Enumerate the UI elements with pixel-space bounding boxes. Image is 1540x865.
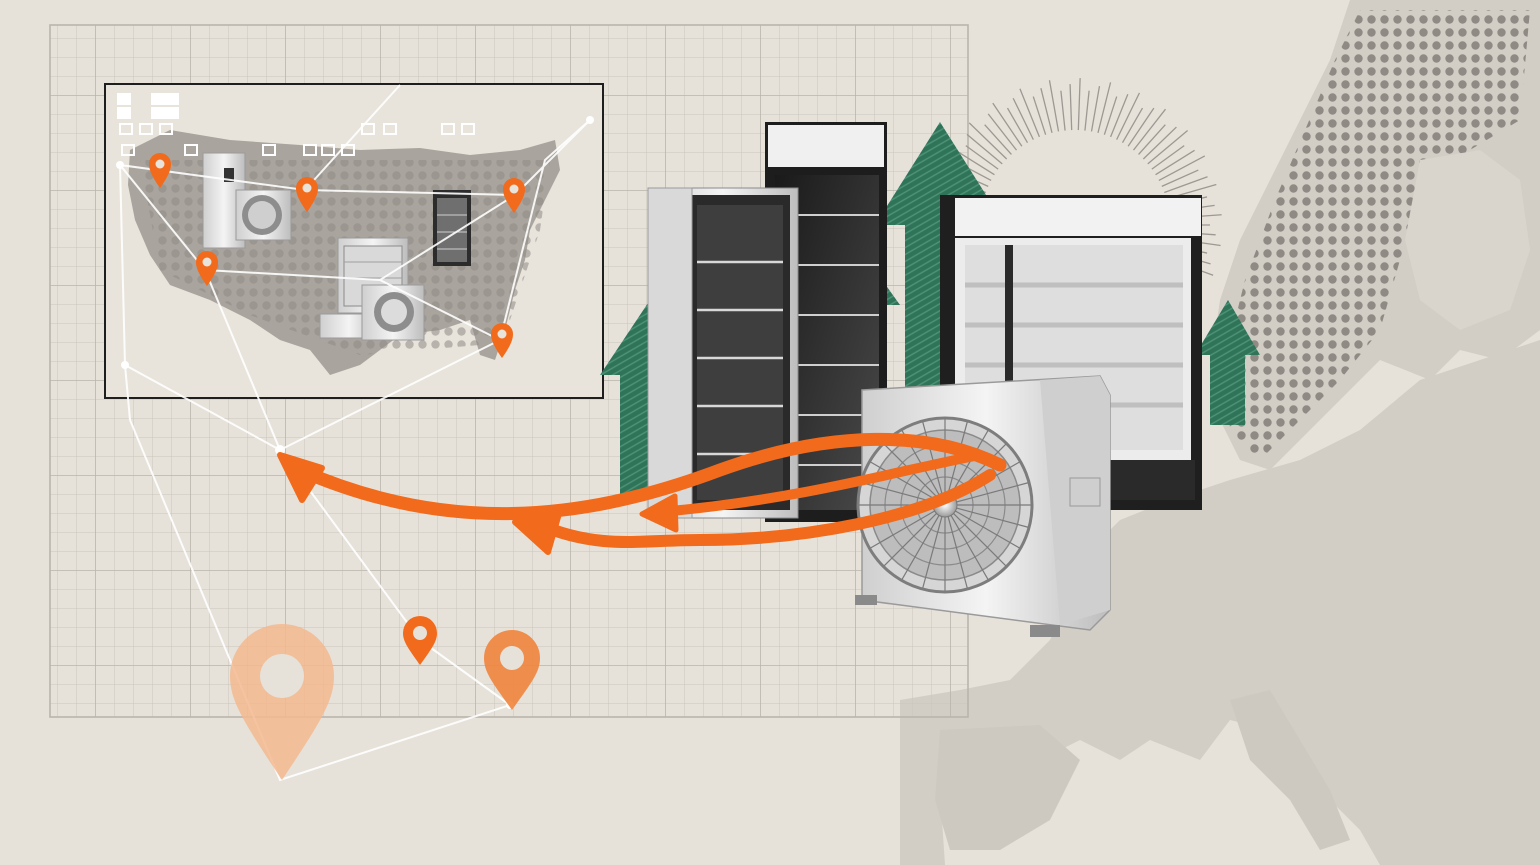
curved-arrows [277,432,1007,555]
sunburst-ray [1097,82,1112,133]
mini-fridge-right [433,190,471,266]
fan-guard-spoke [947,516,968,589]
scandinavia-dots [1225,10,1530,460]
sunburst-ray [1138,124,1166,155]
sunburst-ray [1019,88,1041,138]
fan-guard-spoke [955,510,1020,549]
sunburst-ray [1012,97,1034,140]
fan-guard-spoke [861,482,934,503]
fan-guard-spoke [901,515,940,580]
map-pin-icon [196,251,218,286]
sunburst-ray [1109,94,1129,138]
sunburst-ray [1132,108,1167,151]
iberia-landmass [935,725,1080,850]
sunburst-ray [1161,169,1199,187]
ac-outdoor-unit [855,375,1111,637]
italy-landmass [1230,690,1350,850]
sunburst-ray [1077,78,1081,131]
fan-guard-spoke [953,513,1007,567]
mini-heat-pump [202,152,292,249]
sunburst-ray [1103,96,1118,135]
map-pin-icon [491,323,513,358]
sunburst-ray [1158,155,1206,181]
sunburst-ray [1006,107,1029,144]
finland-landmass [1405,150,1530,330]
arrow-up-icon [1195,300,1260,425]
inset-pins [149,153,525,358]
map-pin-icon [296,177,318,212]
sunburst-ray [1032,96,1047,135]
sunburst-ray [984,124,1012,155]
fan-guard-spoke [870,510,935,549]
curved-arrow-icon [277,432,1007,521]
open-door-refrigerator [647,187,799,519]
curved-arrow-icon [512,469,996,555]
fan-guard-spoke [950,430,989,495]
map-pin-icon [484,630,540,710]
map-pin-icon [403,616,437,665]
fan-guard-spoke [870,461,935,500]
sunburst-ray [968,122,1008,160]
map-pin-icon [149,153,171,188]
fan-guard-spoke [956,507,1029,528]
sunburst-ray [965,145,999,170]
sunburst-ray [1147,130,1189,165]
sunburst-ray [992,102,1023,147]
sunburst-ray [1151,145,1185,170]
fan-guard-spoke [950,515,989,580]
fan-guard-spoke [922,516,943,589]
sunburst-ray [1121,107,1144,144]
us-map-inset [104,83,604,399]
grid-pins [230,616,540,780]
sunburst-ray [1116,92,1141,140]
map-pin-icon [503,178,525,213]
curved-arrow-icon [639,450,985,533]
sunburst-ray [1127,107,1155,147]
sunburst-ray [1090,86,1101,132]
sunburst-ray [1048,80,1060,132]
sunburst-ray [1164,176,1208,194]
sunburst-ray [966,133,1003,165]
sunburst-ray [1142,126,1177,160]
fan-guard-spoke [883,513,937,567]
sunburst-ray [1069,84,1073,131]
europe-map [900,0,1540,865]
map-pin-icon [230,624,334,780]
sunburst-ray [1060,90,1066,131]
fan-guard-spoke [956,482,1029,503]
fan-guard-spoke [922,421,943,494]
sunburst-ray [1040,88,1053,133]
sunburst-ray [1084,90,1090,131]
mini-display-fridge [319,237,425,341]
sunburst-ray [987,113,1018,151]
continental-europe-landmass [900,340,1540,865]
sunburst-ray [1155,149,1195,176]
